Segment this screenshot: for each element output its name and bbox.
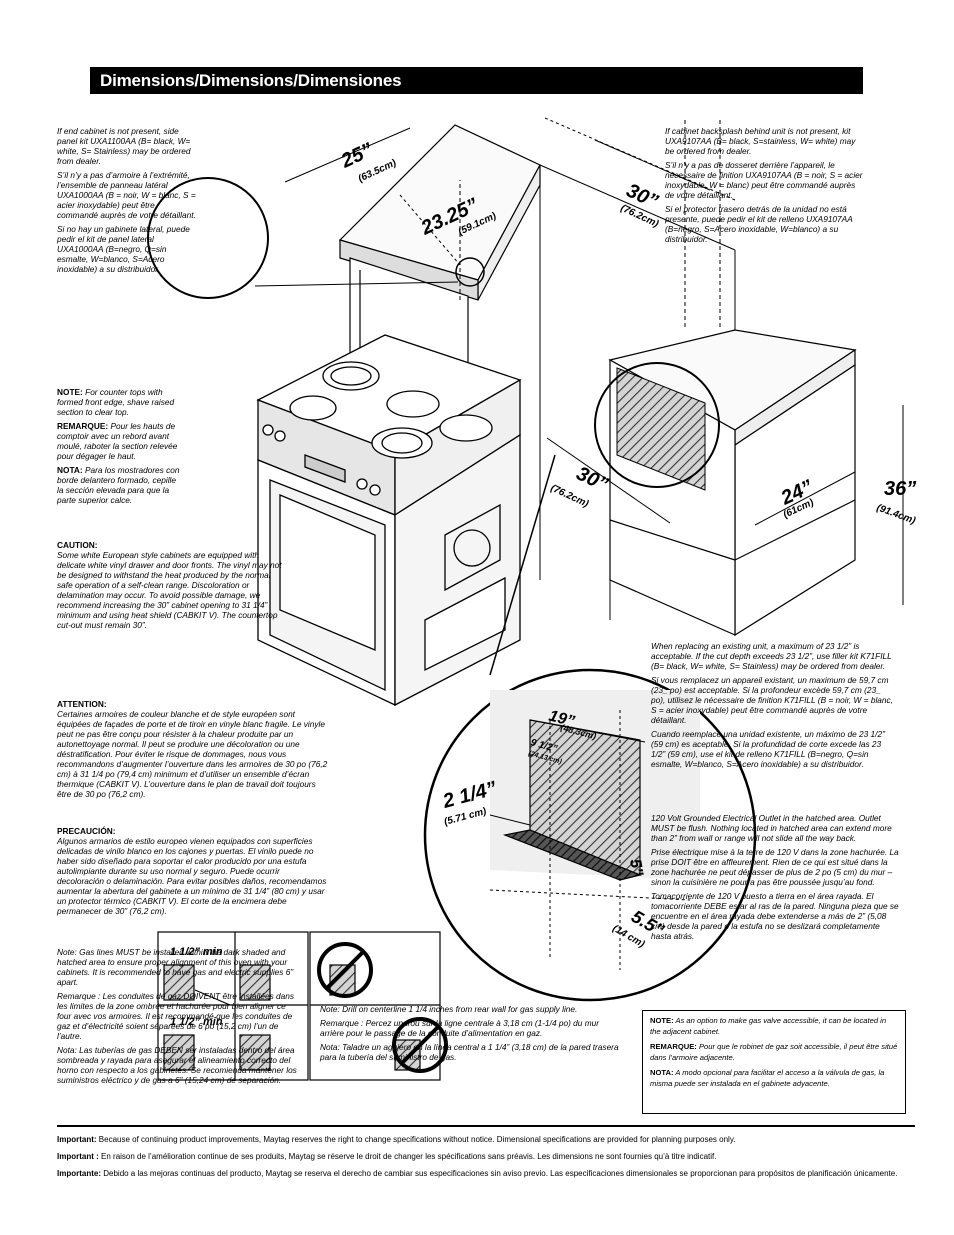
- dimension-lines: [284, 117, 904, 605]
- dim-112b: 1 1/2” min: [170, 1016, 223, 1028]
- counter-notes: NOTE: For counter tops with formed front…: [57, 387, 180, 505]
- dim-36-cm: (91.4cm): [875, 502, 918, 526]
- replacing-note: When replacing an existing unit, a maxim…: [651, 641, 893, 769]
- gas-line-panels: [157, 931, 441, 1081]
- backsplash-note: If cabinet backsplash behind unit is not…: [665, 126, 863, 244]
- end-cabinet-note: If end cabinet is not present, side pane…: [57, 126, 196, 274]
- caution-note: CAUTION: Some white European style cabin…: [57, 540, 282, 630]
- footer-es: Importante: Debido a las mejoras continu…: [57, 1169, 898, 1178]
- dim-36: 36”: [884, 478, 916, 500]
- footer: Important: Because of continuing product…: [57, 1135, 915, 1186]
- precaucion-note: PRECAUCIÓN: Algunos armarios de estilo e…: [57, 826, 327, 916]
- dim-30-mid: 30”: [573, 463, 612, 497]
- attention-note: ATTENTION: Certaines armoires de couleur…: [57, 699, 328, 799]
- range: [256, 334, 522, 707]
- footer-fr: Important : En raison de l’amélioration …: [57, 1152, 717, 1161]
- dim-5: 5”: [626, 858, 646, 878]
- drill-note: Note: Drill on centerline 1 1/4 inches f…: [320, 1004, 619, 1062]
- outlet-detail: [423, 454, 757, 1002]
- outlet-note: 120 Volt Grounded Electrical Outlet in t…: [651, 813, 899, 941]
- outlet-hatched-area-wall: [616, 367, 706, 491]
- gas-lines-note: Note: Gas lines MUST be installed within…: [57, 947, 297, 1085]
- page-title: Dimensions/Dimensions/Dimensiones: [90, 67, 863, 94]
- detail-magnifier-top: [594, 362, 720, 488]
- footer-divider: [57, 1125, 915, 1127]
- dim-112: 1 1/2” min: [170, 946, 223, 958]
- prohibited-icon: [317, 942, 448, 1073]
- detail-magnifier-corner: [147, 177, 269, 299]
- dim-19: 19”: [547, 707, 576, 730]
- footer-en: Important: Because of continuing product…: [57, 1135, 736, 1144]
- gas-valve-note-box: NOTE: As an option to make gas valve acc…: [642, 1010, 906, 1114]
- right-cabinet: [608, 329, 857, 637]
